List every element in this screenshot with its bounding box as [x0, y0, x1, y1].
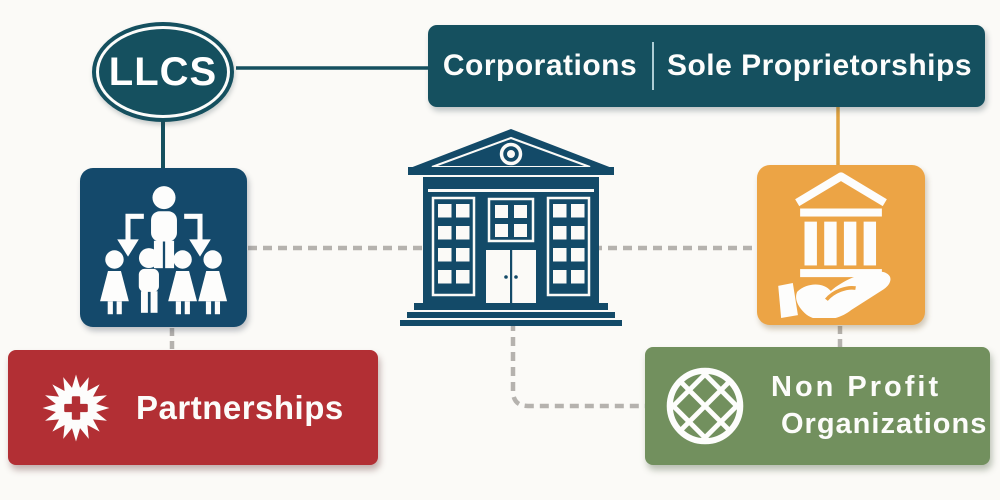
globe-icon	[666, 367, 744, 445]
org-people-icon	[99, 185, 227, 314]
label-divider	[652, 42, 654, 90]
node-partnerships: Partnerships	[8, 350, 378, 465]
node-bank-on-hand	[757, 165, 925, 325]
nonprofit-label-line2: Organizations	[781, 408, 988, 440]
node-nonprofit: Non Profit Organizations	[645, 347, 990, 465]
connector-institution-to-nonprofit	[510, 322, 646, 409]
corporations-label: Corporations	[442, 49, 638, 82]
node-corporations-sole: Corporations Sole Proprietorships	[428, 25, 985, 107]
nonprofit-label: Non Profit Organizations	[771, 371, 987, 441]
bank-hand-icon	[778, 172, 891, 318]
node-ownership-structure	[80, 168, 247, 327]
node-llcs: LLCS	[92, 22, 234, 122]
llcs-label: LLCS	[108, 49, 218, 94]
starburst-cross-icon	[42, 374, 110, 441]
partnerships-label: Partnerships	[136, 388, 344, 426]
nonprofit-label-line1: Non Profit	[771, 371, 942, 403]
node-institution	[398, 126, 624, 326]
bank-building-icon	[400, 129, 622, 326]
sole-proprietorships-label: Sole Proprietorships	[666, 49, 973, 82]
